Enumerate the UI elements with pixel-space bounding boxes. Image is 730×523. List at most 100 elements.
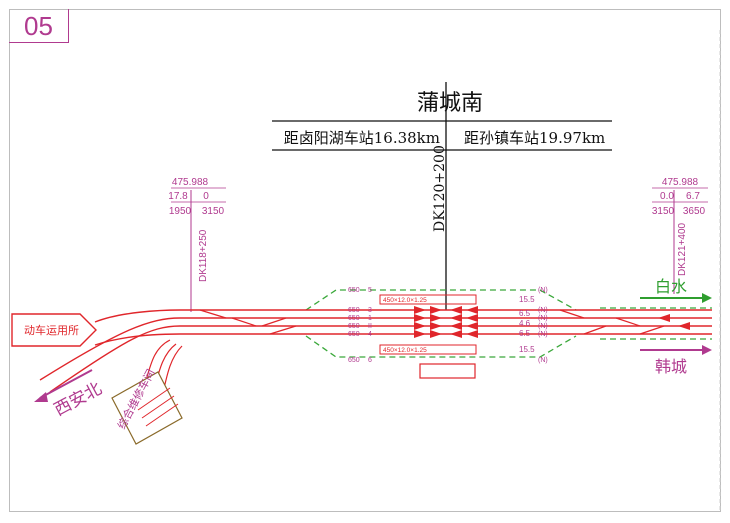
arrow-3-l1 — [450, 306, 462, 314]
depot-lead-upper — [94, 309, 181, 323]
track-labels-left: 650 5 650 3 650 1 650 II 650 4 650 6 — [348, 287, 372, 364]
arrow-4-r1 — [414, 330, 426, 338]
arrow-right-entry-1 — [658, 314, 670, 322]
signal-arrows — [414, 306, 690, 338]
right-grade-a: 0.0 — [660, 191, 674, 202]
left-grade-a: 17.8 — [168, 191, 188, 202]
track-II-length: 650 — [348, 323, 360, 330]
switch-right-1 — [559, 309, 585, 319]
siding-6-line — [305, 335, 577, 358]
baishui-label: 白水 — [655, 278, 687, 296]
track-3-length: 650 — [348, 307, 360, 314]
platform-lower-label: 450×12.0×1.25 — [383, 347, 427, 354]
direction-hancheng: 韩城 — [640, 345, 712, 376]
end-6: (N) — [538, 357, 548, 364]
hancheng-arrow-head — [702, 345, 712, 355]
arrow-3-r1 — [414, 306, 426, 314]
track-4-number: 4 — [368, 331, 372, 338]
left-grade-b: 0 — [203, 191, 209, 202]
direction-baishui: 白水 — [640, 278, 712, 303]
platform-lower — [379, 344, 477, 355]
spacing-3: 15.5 — [519, 295, 535, 304]
left-chainage-marker: 475.988 17.8 0 1950 3150 DK118+250 — [168, 177, 226, 312]
depot-sign: 动车运用所 — [11, 313, 97, 347]
switch-right-4 — [639, 325, 665, 335]
arrow-right-entry-2 — [678, 322, 690, 330]
right-length-b: 3650 — [683, 206, 706, 217]
siding-track-6 — [305, 335, 577, 358]
track-5-number: 5 — [368, 287, 372, 294]
arrow-4-r2 — [430, 330, 442, 338]
left-elevation: 475.988 — [172, 177, 209, 188]
left-chainage: DK118+250 — [198, 229, 209, 282]
end-II: (N) — [538, 323, 548, 330]
track-5-length: 650 — [348, 287, 360, 294]
arrow-4-l2 — [466, 330, 478, 338]
platform-upper-label: 450×12.0×1.25 — [383, 297, 427, 304]
platform-upper — [379, 294, 477, 305]
track-1-number: 1 — [368, 315, 372, 322]
right-elevation: 475.988 — [662, 177, 699, 188]
arrow-1-r2 — [430, 314, 442, 322]
right-grade-b: 6.7 — [686, 191, 700, 202]
track-1-length: 650 — [348, 315, 360, 322]
right-length-a: 3150 — [652, 206, 675, 217]
arrow-II-r2 — [430, 322, 442, 330]
spacing-II: 4.6 — [519, 319, 531, 328]
switch-left-4 — [269, 325, 297, 335]
right-distance: 距孙镇车站19.97km — [464, 129, 605, 147]
siding-track-5 — [305, 289, 577, 311]
track-6-length: 650 — [348, 357, 360, 364]
track-3-number: 3 — [368, 307, 372, 314]
switch-left-3 — [261, 317, 287, 327]
track-4-length: 650 — [348, 331, 360, 338]
station-name: 蒲城南 — [417, 91, 483, 116]
arrow-4-l1 — [450, 330, 462, 338]
approach-curve-1 — [39, 317, 181, 381]
arrow-II-l2 — [466, 322, 478, 330]
station-building — [419, 363, 476, 379]
arrow-1-l1 — [450, 314, 462, 322]
left-length-b: 3150 — [202, 206, 225, 217]
arrow-3-l2 — [466, 306, 478, 314]
arrow-1-r1 — [414, 314, 426, 322]
end-1: (N) — [538, 315, 548, 322]
spacing-1: 6.5 — [519, 309, 531, 318]
xian-north-arrow-head — [34, 392, 48, 402]
switch-right-2 — [583, 325, 607, 335]
left-distance: 距卤阳湖车站16.38km — [284, 129, 440, 147]
maintenance-tracks — [137, 387, 179, 427]
spacing-6: 15.5 — [519, 345, 535, 354]
track-6-number: 6 — [368, 357, 372, 364]
approach-curve-2 — [49, 325, 181, 393]
arrow-II-l1 — [450, 322, 462, 330]
end-4: (N) — [538, 331, 548, 338]
depot-sign-shape — [11, 313, 97, 347]
frame-border — [9, 9, 721, 512]
left-length-a: 1950 — [169, 206, 192, 217]
page-number: 05 — [9, 9, 69, 43]
track-labels-right: 15.5 6.5 4.6 6.5 15.5 (N) (N) (N) (N) (N… — [519, 287, 548, 364]
track-II-number: II — [368, 323, 372, 330]
maintenance-workshop: 综合维修车间 — [111, 367, 183, 445]
center-chainage: DK120+200 — [432, 145, 448, 232]
xian-north-arrow-line — [39, 369, 93, 399]
main-tracks — [39, 309, 712, 407]
end-5: (N) — [538, 287, 548, 294]
right-chainage: DK121+400 — [677, 222, 688, 276]
baishui-arrow-head — [702, 293, 712, 303]
depot-lead-lower — [94, 333, 181, 346]
arrow-II-r1 — [414, 322, 426, 330]
arrow-1-l2 — [466, 314, 478, 322]
maintenance-box — [111, 371, 183, 445]
arrow-3-r2 — [430, 306, 442, 314]
switch-right-3 — [615, 317, 641, 327]
hancheng-label: 韩城 — [655, 358, 687, 376]
switch-left-2 — [231, 317, 257, 327]
spacing-4: 6.5 — [519, 329, 531, 338]
siding-5-line — [305, 289, 577, 311]
end-3: (N) — [538, 307, 548, 314]
switch-left-1 — [199, 309, 227, 319]
